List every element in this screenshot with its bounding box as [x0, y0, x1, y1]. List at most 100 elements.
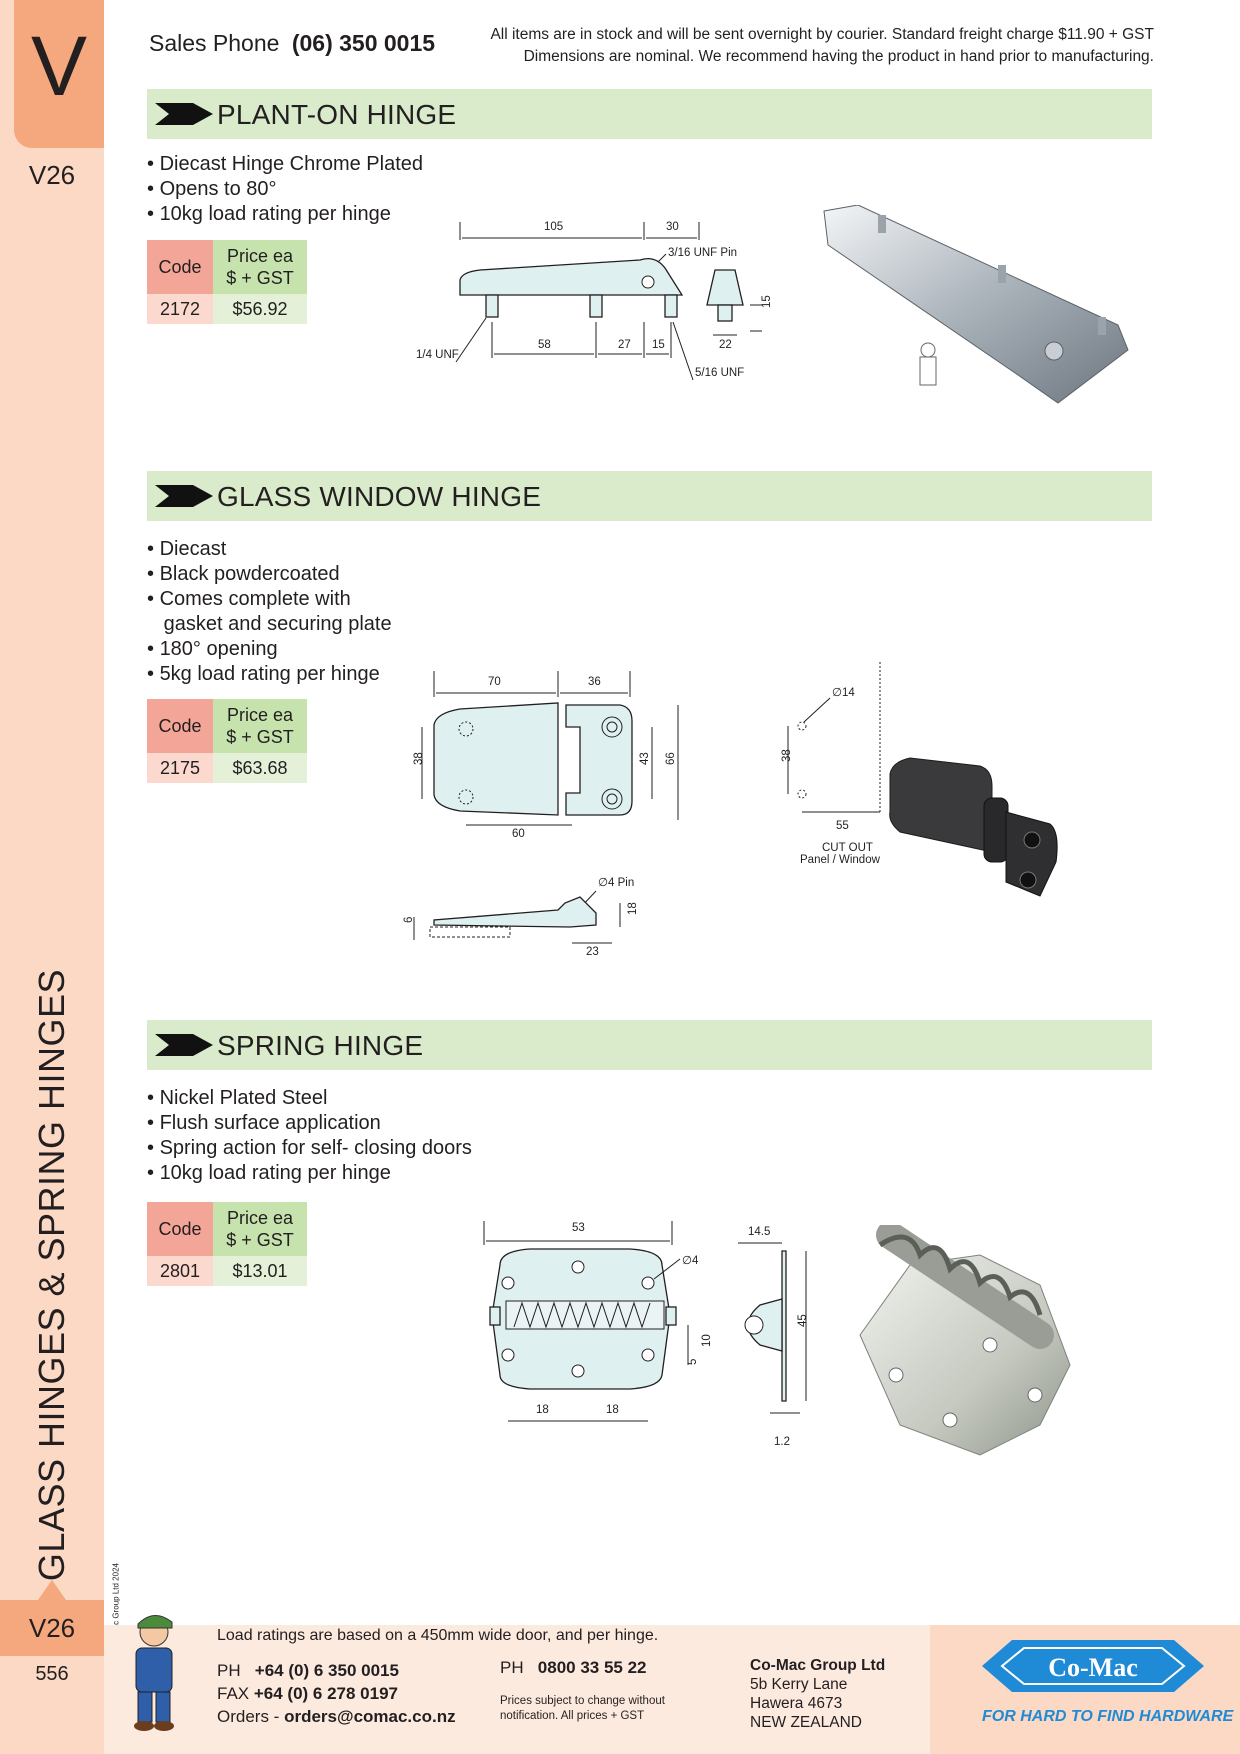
plant-on-hinge-drawing: 105 30 3/16 UNF Pin 15 22 58 27 15 1/4 U…: [416, 221, 770, 381]
page-number: 556: [35, 1663, 69, 1685]
black-hinge-photo: [889, 757, 1058, 897]
product-code: 2172: [147, 294, 213, 324]
price-table: Code Price ea$ + GST 2172 $56.92: [147, 240, 307, 324]
load-rating-note: Load ratings are based on a 450mm wide d…: [217, 1627, 659, 1644]
svg-text:14.5: 14.5: [748, 1226, 770, 1238]
svg-text:30: 30: [666, 221, 679, 233]
feature-item: Comes complete with: [147, 587, 392, 612]
sales-label: Sales Phone: [149, 30, 280, 56]
section-letter: V: [30, 19, 88, 113]
svg-text:43: 43: [639, 752, 651, 765]
price-disclaimer: Prices subject to change without notific…: [500, 1695, 665, 1722]
svg-text:3/16 UNF Pin: 3/16 UNF Pin: [668, 247, 737, 259]
svg-text:38: 38: [781, 749, 793, 762]
feature-item: 180° opening: [147, 637, 392, 662]
feature-item: Opens to 80°: [147, 177, 423, 202]
svg-text:18: 18: [606, 1404, 619, 1416]
feature-item: Nickel Plated Steel: [147, 1086, 472, 1111]
section-title: SPRING HINGE: [217, 1030, 424, 1061]
svg-text:15: 15: [652, 339, 665, 351]
price-header: Price ea$ + GST: [213, 240, 307, 294]
sidebar: [0, 0, 104, 1754]
phone-line: PH +64 (0) 6 350 0015: [217, 1661, 399, 1680]
svg-text:Co-Mac: Co-Mac: [1048, 1653, 1138, 1682]
svg-text:38: 38: [413, 752, 425, 765]
price-table: Code Price ea$ + GST 2175 $63.68: [147, 699, 307, 783]
code-header: Code: [147, 240, 213, 294]
svg-text:60: 60: [512, 828, 525, 840]
product-price: $56.92: [213, 294, 307, 324]
comac-logo: Co-Mac: [982, 1640, 1204, 1692]
product-price: $63.68: [213, 753, 307, 783]
svg-text:15: 15: [761, 295, 770, 308]
svg-text:6: 6: [403, 917, 415, 923]
fax-number: +64 (0) 6 278 0197: [253, 1684, 399, 1703]
company-name: Co-Mac Group Ltd: [750, 1657, 886, 1674]
svg-text:18: 18: [536, 1404, 549, 1416]
sales-phone: Sales Phone (06) 350 0015: [149, 30, 435, 57]
feature-item: 5kg load rating per hinge: [147, 662, 392, 687]
svg-text:1.2: 1.2: [774, 1436, 790, 1448]
product-code: 2801: [147, 1256, 213, 1286]
section-bar-glass-window: GLASS WINDOW HINGE: [147, 471, 1152, 521]
price-header: Price ea$ + GST: [213, 699, 307, 753]
svg-text:53: 53: [572, 1222, 585, 1234]
arrow-icon: [155, 485, 213, 507]
price-table: Code Price ea$ + GST 2801 $13.01: [147, 1202, 307, 1286]
contact-block: PH +64 (0) 6 350 0015 FAX +64 (0) 6 278 …: [217, 1659, 456, 1728]
section-tab: [14, 0, 104, 148]
phone-number[interactable]: +64 (0) 6 350 0015: [254, 1661, 399, 1680]
spring-hinge-drawing: 53 ∅4 10 5 18 18 14.5 45 1.2: [483, 1221, 809, 1448]
feature-item: Black powdercoated: [147, 562, 392, 587]
feature-list: Nickel Plated Steel Flush surface applic…: [147, 1086, 472, 1186]
svg-text:23: 23: [586, 946, 599, 958]
feature-item: gasket and securing plate: [163, 613, 392, 635]
freephone-number[interactable]: 0800 33 55 22: [537, 1658, 647, 1677]
svg-text:18: 18: [627, 902, 639, 915]
glass-window-hinge-drawing: 70 36 38 43 66 60 ∅4 Pin 6 18 23: [403, 671, 679, 958]
fax-line: FAX +64 (0) 6 278 0197: [217, 1684, 399, 1703]
feature-item: Diecast: [147, 537, 392, 562]
orders-line: Orders - orders@comac.co.nz: [217, 1707, 456, 1726]
spring-hinge-photo: [859, 1225, 1071, 1456]
product-price: $13.01: [213, 1256, 307, 1286]
bottom-page-code: V26: [0, 1600, 104, 1656]
vertical-section-title: GLASS HINGES & SPRING HINGES: [31, 968, 72, 1582]
feature-list: Diecast Hinge Chrome Plated Opens to 80°…: [147, 152, 423, 227]
svg-text:58: 58: [538, 339, 551, 351]
svg-text:22: 22: [719, 339, 732, 351]
svg-text:66: 66: [665, 752, 677, 765]
feature-item: Diecast Hinge Chrome Plated: [147, 152, 423, 177]
section-bar-plant-on: PLANT-ON HINGE: [147, 89, 1152, 139]
sales-phone-number[interactable]: (06) 350 0015: [291, 30, 436, 56]
svg-text:55: 55: [836, 820, 849, 832]
feature-item: Spring action for self- closing doors: [147, 1136, 472, 1161]
mascot-icon: [919, 342, 937, 386]
svg-text:105: 105: [544, 221, 563, 233]
svg-text:70: 70: [488, 676, 501, 688]
orders-email[interactable]: orders@comac.co.nz: [284, 1707, 456, 1726]
svg-text:36: 36: [588, 676, 601, 688]
section-title: PLANT-ON HINGE: [217, 99, 457, 130]
feature-item: Flush surface application: [147, 1111, 472, 1136]
feature-list: Diecast Black powdercoated Comes complet…: [147, 537, 392, 687]
notice-line: Dimensions are nominal. We recommend hav…: [523, 48, 1154, 65]
code-header: Code: [147, 699, 213, 753]
arrow-icon: [155, 1034, 213, 1056]
plant-on-hinge-photo: [823, 205, 1129, 404]
price-header: Price ea$ + GST: [213, 1202, 307, 1256]
svg-text:CUT OUT: CUT OUT: [822, 842, 873, 854]
glass-window-hinge-cutout-and-photo: ∅14 38 55 CUT OUT Panel / Window: [781, 662, 1058, 897]
svg-text:5/16 UNF: 5/16 UNF: [695, 367, 744, 379]
page-code: V26: [28, 160, 76, 190]
product-code: 2175: [147, 753, 213, 783]
company-address: Co-Mac Group Ltd 5b Kerry Lane Hawera 46…: [750, 1657, 886, 1731]
svg-text:∅4 Pin: ∅4 Pin: [598, 877, 634, 889]
stock-notice: All items are in stock and will be sent …: [490, 24, 1154, 68]
notice-line: All items are in stock and will be sent …: [490, 26, 1154, 43]
svg-text:1/4 UNF: 1/4 UNF: [416, 349, 459, 361]
svg-text:45: 45: [797, 1314, 809, 1327]
section-title: GLASS WINDOW HINGE: [217, 481, 542, 512]
svg-text:Panel / Window: Panel / Window: [800, 854, 881, 866]
arrow-icon: [155, 103, 213, 125]
